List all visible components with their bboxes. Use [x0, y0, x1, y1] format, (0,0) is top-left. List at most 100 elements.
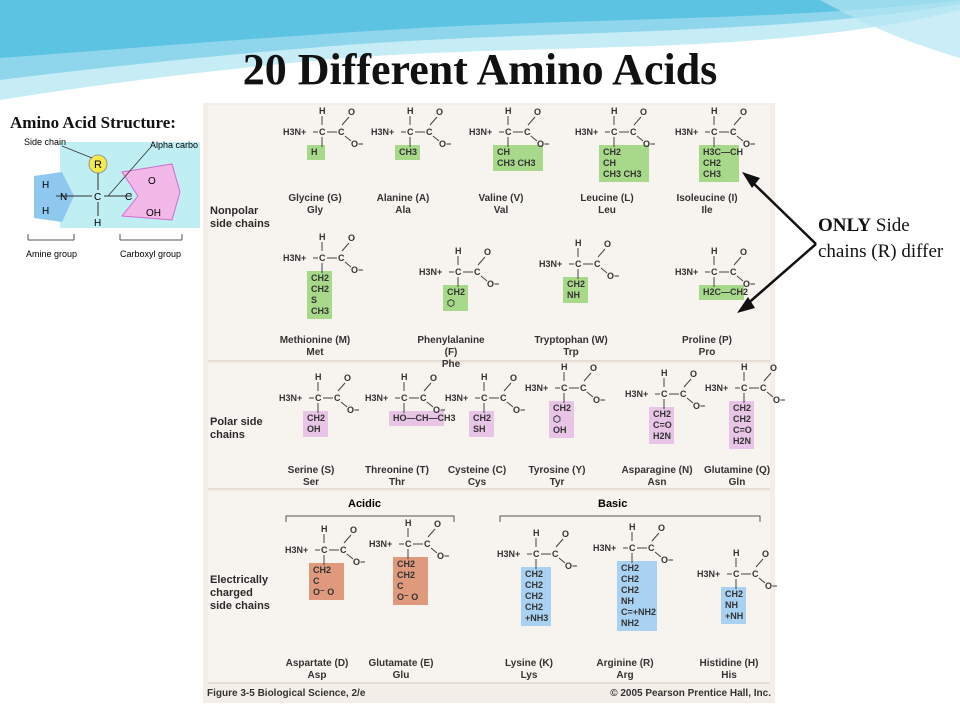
formula-text: H — [575, 238, 582, 248]
formula-text: C — [407, 127, 414, 137]
formula-text: CH2 — [553, 403, 571, 413]
histidine-label: Histidine (H)His — [689, 658, 769, 682]
side-chain-note: ONLY Side chains (R) differ — [818, 213, 958, 265]
formula-text: C=O — [733, 425, 752, 435]
amino-acid-name: Alanine (A) — [376, 193, 430, 204]
amino-acid-abbreviation: Asp — [307, 670, 327, 681]
formula-text: CH3 — [703, 169, 721, 179]
formula-text: H — [405, 518, 412, 528]
formula-text: CH — [497, 147, 510, 157]
side-chain-highlight — [521, 567, 551, 626]
formula-text: +NH — [725, 611, 743, 621]
glutamate-label: Glutamate (E)Glu — [361, 658, 441, 682]
formula-text: +NH3 — [525, 613, 548, 623]
figure-copyright: © 2005 Pearson Prentice Hall, Inc. — [610, 688, 771, 699]
formula-text: C — [474, 267, 481, 277]
formula-text: C — [680, 389, 687, 399]
formula-text: CH2 — [621, 585, 639, 595]
carboxyl-group-label: Carboxyl group — [120, 249, 181, 259]
side-chain-highlight — [699, 285, 744, 300]
side-chain-highlight — [563, 277, 588, 303]
amino-acid-abbreviation: Gln — [728, 477, 746, 488]
formula-text: C — [319, 127, 326, 137]
formula-text: H — [401, 372, 408, 382]
formula-text: C — [420, 393, 427, 403]
formula-text: O — [590, 363, 597, 373]
formula-text: C — [648, 543, 655, 553]
formula-text: C — [455, 267, 462, 277]
amino-acid-abbreviation: Tyr — [549, 477, 565, 488]
formula-text: O — [436, 107, 443, 117]
formula-text: C — [524, 127, 531, 137]
formula-text: H3N+ — [283, 127, 306, 137]
aspartate-label: Aspartate (D)Asp — [277, 658, 357, 682]
formula-text: H3N+ — [469, 127, 492, 137]
formula-text: O — [348, 107, 355, 117]
alpha-carbon-label: Alpha carbo — [150, 140, 198, 150]
figure-caption: Figure 3-5 Biological Science, 2/e — [207, 688, 366, 699]
side-chain-highlight — [307, 271, 332, 319]
formula-text: O⁻ O — [397, 592, 418, 602]
formula-text: CH2 — [525, 602, 543, 612]
side-chain-highlight — [729, 401, 754, 449]
amino-acid-name: Threonine (T) — [365, 465, 429, 476]
formula-text: C — [397, 581, 404, 591]
formula-text: C — [752, 569, 759, 579]
formula-text: CH2 — [653, 409, 671, 419]
tyrosine-label: Tyrosine (Y)Tyr — [517, 465, 597, 489]
amino-acid-abbreviation: Glu — [392, 670, 410, 681]
generic-amino-acid-diagram: R Side chain Alpha carbo H N H C H C O O… — [24, 137, 200, 259]
formula-text: C — [611, 127, 618, 137]
amino-acid-abbreviation: Val — [493, 205, 509, 216]
formula-text: CH2 — [313, 565, 331, 575]
amino-acid-name: Isoleucine (I) — [676, 193, 738, 204]
formula-text: H — [505, 106, 512, 116]
side-chain-highlight — [493, 145, 543, 171]
formula-text: H2N — [733, 436, 751, 446]
polar-label: Polar side chains — [210, 416, 263, 441]
formula-text: C=O — [653, 420, 672, 430]
formula-text: CH2 — [733, 414, 751, 424]
formula-text: H3N+ — [697, 569, 720, 579]
title-text: Different Amino Acids — [297, 45, 718, 94]
formula-text: H3N+ — [445, 393, 468, 403]
formula-text: O− — [513, 405, 525, 415]
arrow-to-proline — [744, 243, 817, 307]
amino-acid-abbreviation: Pro — [698, 347, 716, 358]
side-chain-highlight — [649, 407, 674, 444]
header-wave-decoration — [0, 0, 960, 100]
formula-text: OH — [307, 424, 321, 434]
formula-text: O⁻ O — [313, 587, 334, 597]
formula-text: CH2 — [603, 147, 621, 157]
nonpolar-label: Nonpolar side chains — [210, 205, 270, 230]
formula-text: CH2 — [567, 279, 585, 289]
formula-text: O− — [537, 139, 549, 149]
side-chain-highlight — [393, 557, 428, 605]
formula-text: O− — [693, 401, 705, 411]
amino-acid-abbreviation: Ile — [701, 205, 713, 216]
svg-text:H: H — [42, 206, 49, 217]
formula-text: C — [733, 569, 740, 579]
amine-group-label: Amine group — [26, 249, 77, 259]
glycine-label: Glycine (G)Gly — [275, 193, 355, 217]
asparagine-label: Asparagine (N)Asn — [617, 465, 697, 489]
formula-text: H — [711, 106, 718, 116]
amino-acid-name: Histidine (H) — [699, 658, 759, 669]
side-chain-highlight — [395, 145, 420, 160]
formula-text: H2N — [653, 431, 671, 441]
formula-text: C — [629, 543, 636, 553]
side-chain-highlight — [549, 401, 574, 438]
formula-text: H — [533, 528, 540, 538]
formula-text: NH — [567, 290, 580, 300]
isoleucine-label: Isoleucine (I)Ile — [667, 193, 747, 217]
amino-acid-abbreviation: Ala — [395, 205, 411, 216]
amino-acid-abbreviation: Ser — [302, 477, 320, 488]
amino-acid-name: Glutamine (Q) — [703, 465, 771, 476]
group-brackets — [285, 515, 761, 522]
amino-acid-name: Glutamate (E) — [368, 658, 434, 669]
